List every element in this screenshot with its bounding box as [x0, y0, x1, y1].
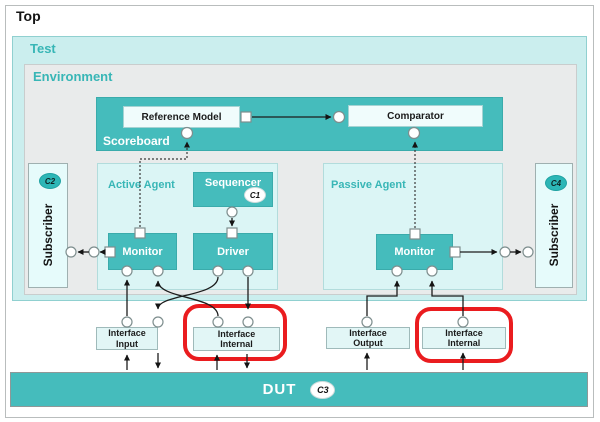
interface-internal-left-line1: Interface [217, 328, 256, 339]
interface-input-line2: Input [116, 338, 138, 349]
interface-internal-left-line2: Internal [220, 339, 253, 349]
interface-output-block: Interface Output [326, 327, 410, 349]
subscriber-right-block: C4 Subscriber [535, 163, 573, 288]
driver-block: Driver [193, 233, 273, 270]
dut-label: DUT [262, 381, 297, 398]
subscriber-left-block: C2 Subscriber [28, 163, 68, 288]
comparator-label: Comparator [387, 110, 444, 122]
top-label: Top [16, 8, 41, 24]
active-agent-label: Active Agent [108, 179, 175, 191]
sequencer-block: Sequencer C1 [193, 172, 273, 207]
interface-input-block: Interface Input [96, 327, 158, 350]
interface-internal-left-block: Interface Internal [193, 327, 280, 351]
interface-output-line1: Interface [349, 327, 387, 338]
environment-label: Environment [33, 69, 113, 84]
driver-label: Driver [217, 245, 249, 258]
subscriber-right-label: Subscriber [547, 203, 561, 267]
badge-c4: C4 [545, 175, 567, 191]
dut-block: DUT C3 [10, 372, 588, 407]
passive-monitor-block: Monitor [376, 234, 453, 270]
badge-c1: C1 [244, 187, 266, 203]
passive-agent-label: Passive Agent [331, 179, 406, 191]
badge-c2: C2 [39, 173, 61, 189]
scoreboard-label: Scoreboard [103, 134, 170, 148]
interface-output-line2: Output [353, 338, 383, 348]
highlight-ring-interface-internal-right [415, 307, 513, 363]
passive-monitor-label: Monitor [394, 246, 435, 258]
interface-internal-right-line1: Interface [445, 327, 483, 338]
active-monitor-block: Monitor [108, 233, 177, 270]
badge-c3: C3 [310, 380, 336, 399]
active-monitor-label: Monitor [122, 245, 163, 258]
test-label: Test [30, 41, 56, 56]
sequencer-label: Sequencer [204, 177, 262, 189]
subscriber-left-label: Subscriber [41, 203, 55, 267]
highlight-ring-interface-internal-left [183, 304, 287, 361]
interface-internal-right-block: Interface Internal [422, 327, 506, 349]
reference-model-label: Reference Model [141, 111, 222, 123]
comparator-block: Comparator [348, 105, 483, 127]
interface-internal-right-line2: Internal [447, 338, 481, 348]
interface-input-line1: Interface [108, 328, 146, 338]
reference-model-block: Reference Model [123, 106, 240, 128]
